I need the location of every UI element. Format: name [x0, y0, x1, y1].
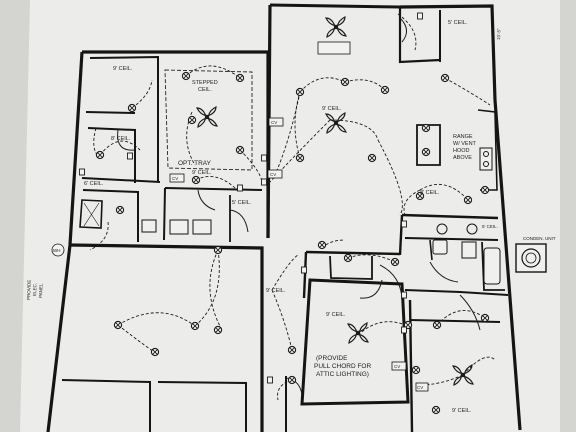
ceiling-label-bedroom: 9' CEIL. — [326, 312, 346, 318]
elec-panel-note-1: PROVIDE — [26, 280, 32, 300]
range-label-4: ABOVE — [453, 155, 472, 161]
ac-unit-label: CONDEN. UNIT — [523, 236, 556, 241]
water-heater-label: WH — [53, 248, 61, 253]
ceiling-label-top-right: 5' CEIL. — [448, 20, 468, 26]
ceiling-label-bed-right: 9' CEIL. — [452, 408, 472, 414]
ceiling-label-hall: 9' CEIL. — [266, 288, 286, 294]
ceiling-label-closet: 6' CEIL. — [84, 181, 104, 187]
cv-label-5: CV — [417, 385, 423, 390]
attic-note-3: ATTIC LIGHTING) — [316, 371, 369, 378]
ceiling-label-master: 9' CEIL. — [192, 170, 212, 176]
cv-label-2: CV — [172, 176, 178, 181]
elec-panel-note-3: PANEL — [38, 283, 44, 298]
cv-label-4: CV — [394, 364, 400, 369]
ceiling-label-living: 9' CEIL. — [322, 106, 342, 112]
stepped-ceiling-label-1: STEPPED — [192, 80, 218, 86]
ceiling-label-bath-right: 5' CEIL. — [482, 224, 498, 229]
attic-note-2: PULL CHORD FOR — [314, 363, 371, 370]
fixtures — [141, 147, 501, 285]
attic-note-1: (PROVIDE — [316, 355, 348, 362]
range-label-3: HOOD — [453, 148, 470, 154]
ceiling-label-top-left: 9' CEIL. — [113, 66, 133, 72]
cv-label-3: CV — [270, 172, 276, 177]
stepped-ceiling-outline — [164, 69, 253, 171]
ceiling-label-wic: 5' CEIL. — [232, 200, 252, 206]
ac-condenser: CONDEN. UNIT — [515, 236, 556, 273]
ceiling-label-kitchen: 8' CEIL. — [420, 190, 440, 196]
ceiling-label-bath: 8' CEIL. — [111, 136, 131, 142]
cv-label-1: CV — [271, 120, 277, 125]
stepped-ceiling-label-2: CEIL. — [198, 87, 212, 93]
range-label-2: W/ VENT — [453, 141, 477, 147]
opt-tray-label: OPT. TRAY — [178, 160, 212, 167]
range-label-1: RANGE — [453, 134, 473, 140]
dimension-label: 10'-5" — [496, 28, 501, 40]
elec-panel-note-2: ELEC. — [32, 283, 37, 296]
cv-markers — [51, 41, 429, 392]
